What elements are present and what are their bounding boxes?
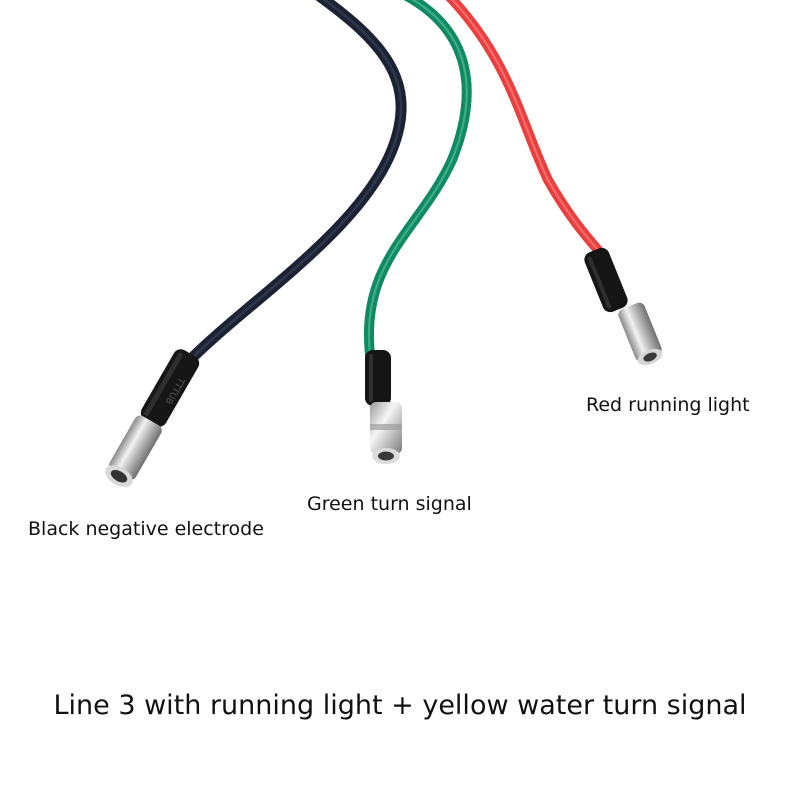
product-caption: Line 3 with running light + yellow water… [53,690,747,721]
label-green-turn-signal: Green turn signal [307,493,472,515]
green-connector [370,402,402,464]
label-red-running-light: Red running light [586,394,750,416]
red-sleeve [584,247,628,313]
green-sleeve [365,350,391,406]
black-wire: TTTUB [105,0,407,488]
red-wire [445,0,663,366]
black-connector [105,415,162,488]
black-sleeve: TTTUB [140,349,200,427]
red-connector [618,302,663,366]
label-black-negative-electrode: Black negative electrode [28,518,264,540]
green-wire [363,0,472,464]
